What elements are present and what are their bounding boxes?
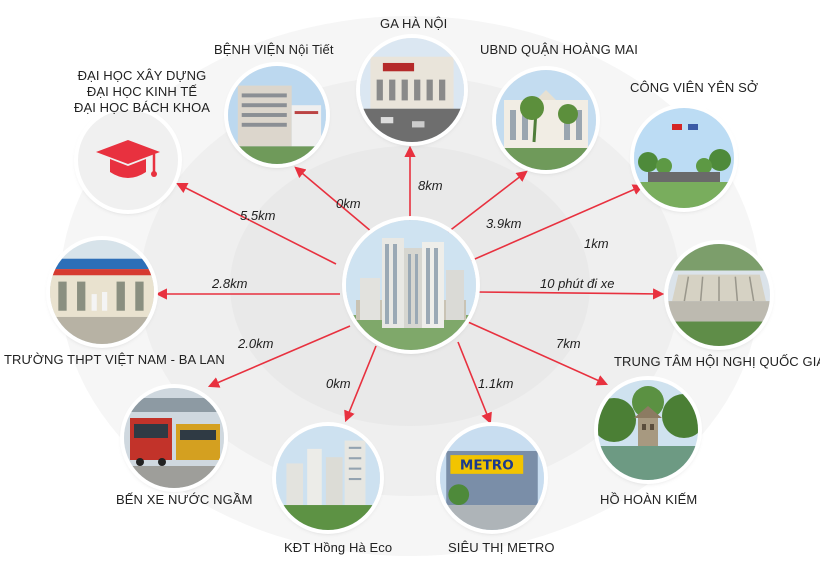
graduation-cap-icon — [96, 140, 160, 178]
universities-circle — [78, 110, 178, 210]
endocrine-hospital-photo — [228, 66, 326, 164]
metro-sign-text: METRO — [460, 458, 514, 474]
yen-so-park-photo — [634, 108, 734, 208]
nuoc-ngam-bus-station-distance: 2.0km — [238, 336, 274, 351]
vietnam-poland-school-label: TRƯỜNG THPT VIỆT NAM - BA LAN — [4, 352, 225, 367]
hong-ha-eco-distance: 0km — [326, 376, 351, 391]
nuoc-ngam-bus-station-label: BẾN XE NƯỚC NGẦM — [116, 492, 253, 507]
endocrine-hospital-arrow — [294, 166, 373, 233]
endocrine-hospital-label: BỆNH VIỆN Nội Tiết — [214, 42, 334, 57]
hoang-mai-committee-arrow — [447, 170, 528, 233]
label-line: ĐẠI HỌC XÂY DỰNG — [77, 68, 207, 83]
hanoi-station-distance: 8km — [418, 178, 443, 193]
hoang-mai-committee-distance: 3.9km — [486, 216, 522, 231]
label-line: ĐẠI HỌC KINH TẾ — [86, 84, 198, 99]
universities-label: ĐẠI HỌC XÂY DỰNG ĐẠI HỌC KINH TẾ ĐẠI HỌC… — [74, 68, 210, 116]
hoan-kiem-lake-photo — [598, 380, 698, 480]
hoan-kiem-lake-arrow — [467, 321, 609, 386]
yen-so-park-arrow — [467, 184, 645, 263]
vietnam-poland-school-distance: 2.8km — [212, 276, 248, 291]
nuoc-ngam-bus-station-photo — [124, 388, 224, 488]
metro-supermarket-arrow — [457, 341, 492, 425]
metro-supermarket-distance: 1.1km — [478, 376, 514, 391]
nuoc-ngam-bus-station-arrow — [207, 325, 351, 388]
hoang-mai-committee-label: UBND QUẬN HOÀNG MAI — [480, 42, 638, 57]
national-convention-center-label: TRUNG TÂM HỘI NGHỊ QUỐC GIA — [614, 354, 820, 369]
national-convention-center-arrow — [475, 288, 665, 300]
hoan-kiem-lake-label: HỒ HOÀN KIẾM — [600, 492, 698, 507]
endocrine-hospital-distance: 0km — [336, 196, 361, 211]
metro-supermarket-label: SIÊU THỊ METRO — [448, 540, 555, 555]
national-convention-center-distance: 10 phút đi xe — [540, 276, 615, 291]
hanoi-station-photo — [360, 38, 464, 142]
hanoi-station-label: GA HÀ NỘI — [380, 16, 448, 31]
hoang-mai-committee-photo — [496, 70, 596, 170]
national-convention-center-photo — [668, 244, 770, 346]
universities-distance: 5.5km — [240, 208, 276, 223]
yen-so-park-label: CÔNG VIÊN YÊN SỞ — [630, 80, 759, 95]
hong-ha-eco-photo — [276, 426, 380, 530]
hoan-kiem-lake-distance: 7km — [556, 336, 581, 351]
hong-ha-eco-arrow — [344, 345, 377, 423]
hong-ha-eco-label: KĐT Hồng Hà Eco — [284, 540, 393, 555]
vietnam-poland-school-photo — [50, 240, 154, 344]
label-line: ĐẠI HỌC BÁCH KHOA — [74, 100, 211, 115]
center-building-photo — [346, 220, 476, 350]
metro-supermarket-photo: METRO — [440, 426, 544, 530]
yen-so-park-distance: 1km — [584, 236, 609, 251]
universities-arrow — [176, 182, 337, 265]
